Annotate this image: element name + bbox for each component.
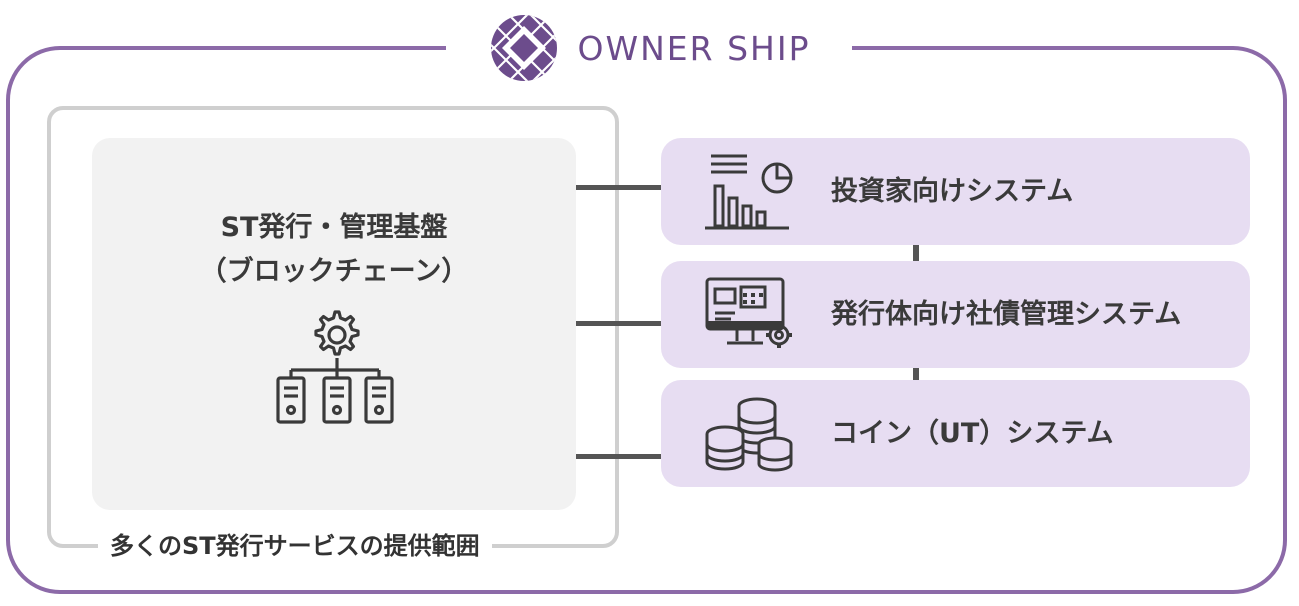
connector-line-2: [576, 321, 662, 326]
system-box-issuer: 発行体向け社債管理システム: [661, 261, 1250, 368]
scope-label: 多くのST発行サービスの提供範囲: [98, 526, 492, 566]
monitor-settings-icon: [705, 277, 792, 348]
system-label-issuer: 発行体向け社債管理システム: [831, 299, 1182, 330]
connector-line-3: [576, 454, 662, 459]
brand-header: OWNER SHIP: [446, 8, 852, 88]
system-box-coin: コイン（UT）システム: [661, 380, 1250, 487]
chart-report-icon: [705, 154, 793, 230]
connector-line-1: [576, 185, 662, 190]
connector-vertical-1: [913, 245, 919, 261]
platform-subtitle: （ブロックチェーン）: [199, 256, 469, 287]
gear-servers-icon: [276, 310, 394, 424]
platform-box: ST発行・管理基盤 （ブロックチェーン）: [92, 138, 576, 510]
diamond-globe-logo-icon: [490, 15, 557, 81]
connector-vertical-2: [913, 366, 919, 380]
system-box-investor: 投資家向けシステム: [661, 138, 1250, 245]
platform-title: ST発行・管理基盤: [220, 212, 448, 243]
coin-stacks-icon: [705, 397, 793, 472]
system-label-investor: 投資家向けシステム: [831, 176, 1074, 207]
brand-name: OWNER SHIP: [577, 28, 811, 68]
system-label-coin: コイン（UT）システム: [831, 418, 1114, 449]
